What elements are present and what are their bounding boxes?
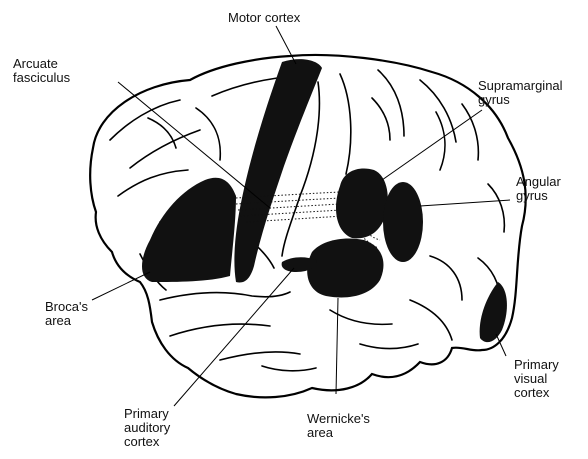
label-line: Wernicke's: [307, 412, 370, 426]
label-line: fasciculus: [13, 71, 70, 85]
label-line: gyrus: [478, 93, 563, 107]
label-brocas-area: Broca's area: [45, 300, 88, 328]
label-line: Motor cortex: [228, 11, 300, 25]
angular-gyrus-region: [383, 182, 423, 262]
label-line: auditory: [124, 421, 170, 435]
label-line: cortex: [514, 386, 559, 400]
label-angular-gyrus: Angular gyrus: [516, 175, 561, 203]
label-primary-auditory-cortex: Primary auditory cortex: [124, 407, 170, 449]
label-supramarginal-gyrus: Supramarginal gyrus: [478, 79, 563, 107]
label-arcuate-fasciculus: Arcuate fasciculus: [13, 57, 70, 85]
label-line: area: [307, 426, 370, 440]
wernickes-area-region: [307, 239, 383, 298]
label-motor-cortex: Motor cortex: [228, 11, 300, 25]
label-line: visual: [514, 372, 559, 386]
brain-outline: [90, 55, 526, 397]
label-primary-visual-cortex: Primary visual cortex: [514, 358, 559, 400]
label-line: Angular: [516, 175, 561, 189]
label-line: Primary: [124, 407, 170, 421]
label-line: Broca's: [45, 300, 88, 314]
label-line: area: [45, 314, 88, 328]
label-line: Arcuate: [13, 57, 70, 71]
label-wernickes-area: Wernicke's area: [307, 412, 370, 440]
label-line: Primary: [514, 358, 559, 372]
label-line: gyrus: [516, 189, 561, 203]
label-line: Supramarginal: [478, 79, 563, 93]
label-line: cortex: [124, 435, 170, 449]
